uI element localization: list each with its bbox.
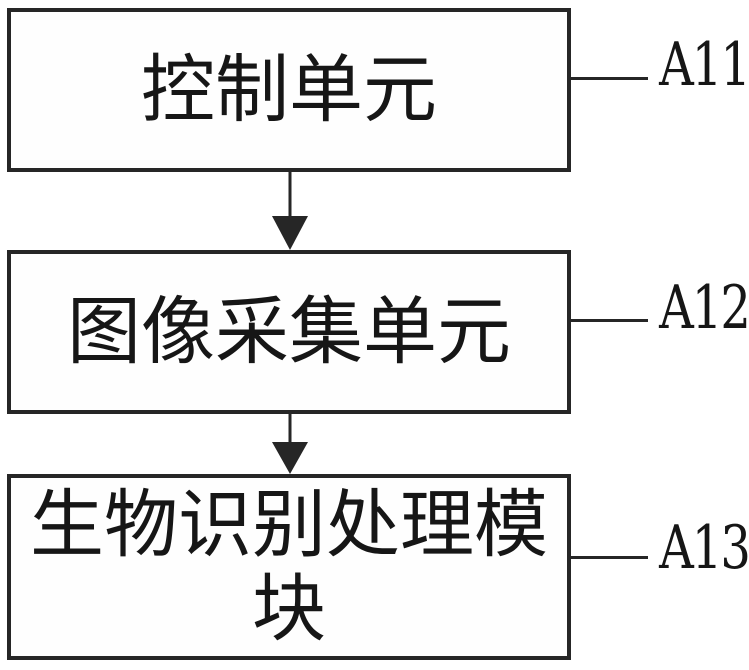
- node-control-unit-label: 控制单元: [141, 47, 437, 133]
- arrow-down-icon: [272, 172, 308, 250]
- ref-label-a13: A13: [659, 513, 749, 583]
- node-image-acquisition-unit-label: 图像采集单元: [67, 289, 511, 375]
- ref-label-a11: A11: [659, 30, 749, 100]
- arrow-down-icon: [272, 414, 308, 474]
- node-control-unit: 控制单元: [7, 8, 571, 172]
- ref-connector-line-a13: [570, 556, 648, 559]
- node-image-acquisition-unit: 图像采集单元: [7, 250, 571, 414]
- ref-label-a12: A12: [659, 273, 749, 343]
- ref-connector-line-a11: [570, 77, 648, 80]
- node-biometric-processing-module: 生物识别处理模块: [7, 474, 571, 660]
- node-biometric-processing-module-label: 生物识别处理模块: [30, 482, 548, 652]
- ref-connector-line-a12: [570, 319, 648, 322]
